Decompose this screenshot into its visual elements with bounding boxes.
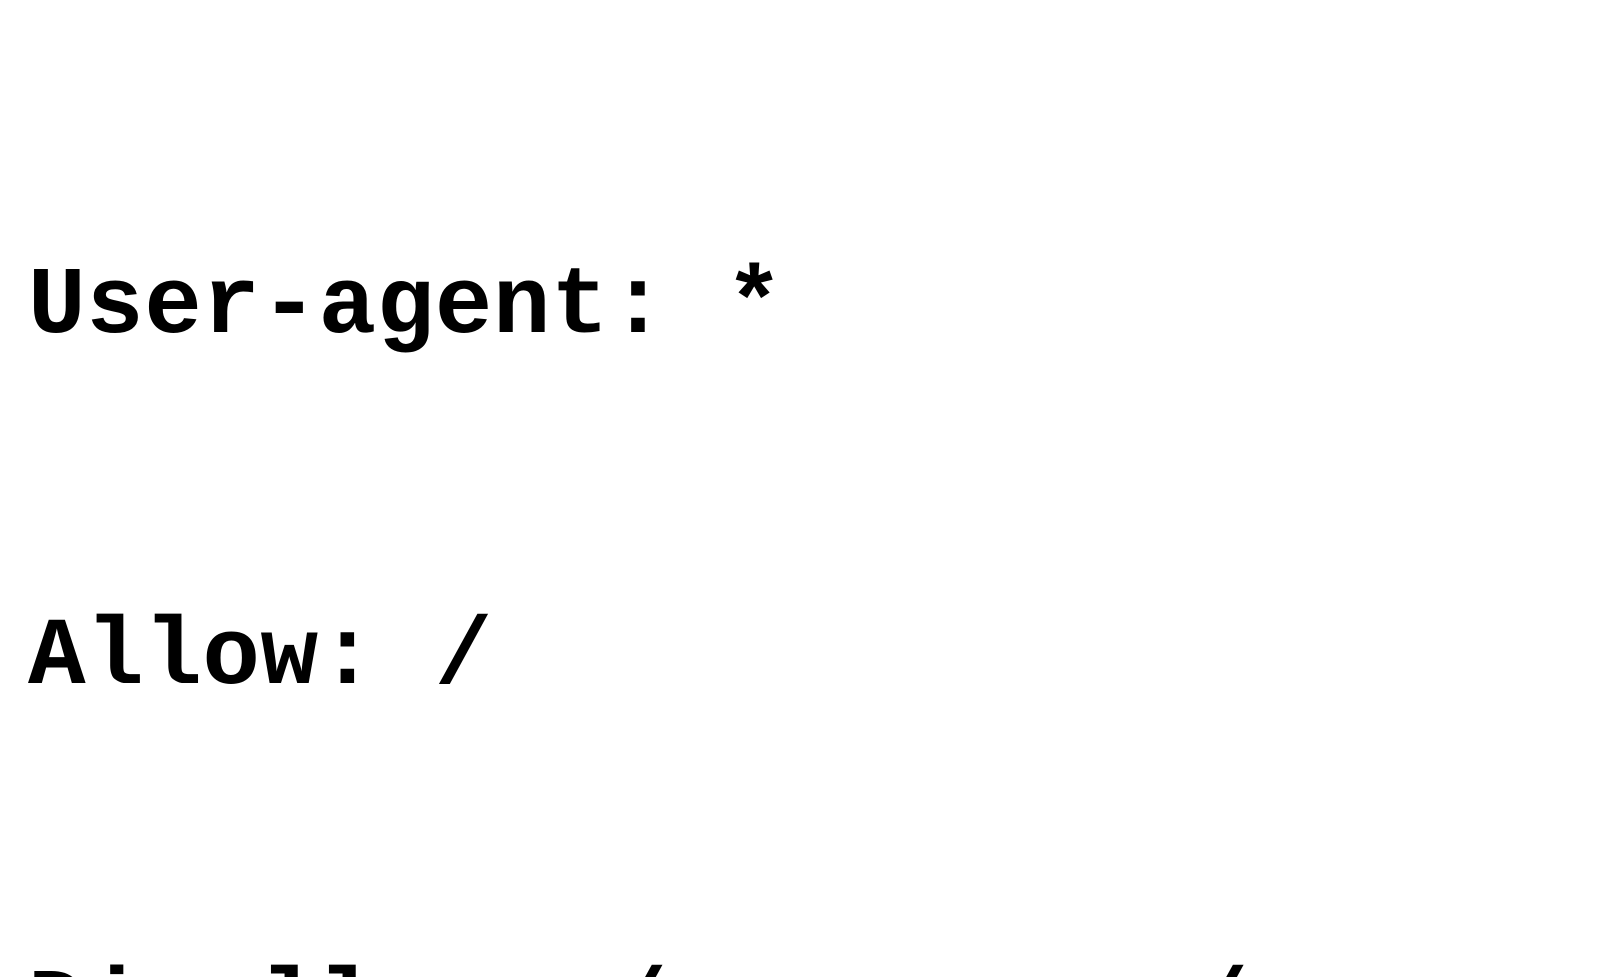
- code-line-disallow-resources: Disallow: /resources/: [28, 950, 1600, 977]
- code-line-allow: Allow: /: [28, 603, 493, 712]
- robots-txt-content: User-agent: * Allow: / Disallow: /resour…: [28, 14, 1600, 977]
- code-line-user-agent: User-agent: *: [28, 252, 784, 361]
